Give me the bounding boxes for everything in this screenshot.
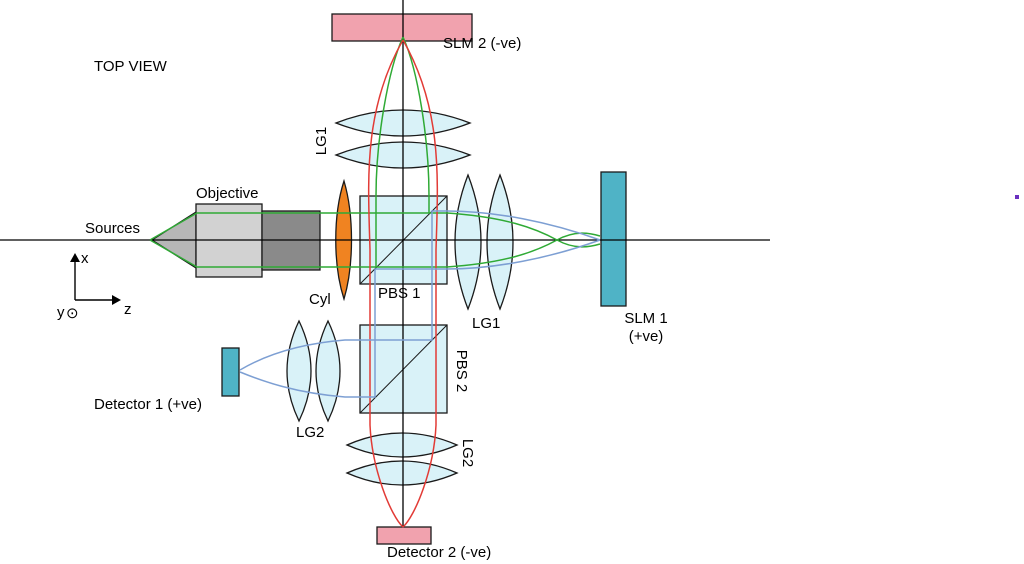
beam-red bbox=[367, 39, 439, 528]
green-ray-upper bbox=[149, 212, 429, 241]
lens-lg2-left-1 bbox=[286, 319, 312, 423]
slm2-plate bbox=[331, 13, 473, 42]
detector2-label: Detector 2 (-ve) bbox=[387, 544, 491, 561]
lg2-left-label: LG2 bbox=[296, 424, 324, 441]
lg2-left-group bbox=[286, 319, 341, 423]
objective-label: Objective bbox=[196, 185, 259, 202]
lg1-right-group bbox=[454, 173, 514, 311]
detector2-plate bbox=[376, 526, 432, 545]
slm1-plate bbox=[600, 171, 627, 307]
lens-lg2-bottom-2 bbox=[345, 460, 459, 486]
cursor-dot bbox=[1015, 195, 1019, 199]
lg1-right-label: LG1 bbox=[472, 315, 500, 332]
pbs1-label: PBS 1 bbox=[378, 285, 421, 302]
lg2-bottom-group bbox=[345, 432, 459, 486]
y-axis-dot-symbol: ⊙ bbox=[66, 305, 79, 322]
slm1-label-line1: SLM 1 bbox=[624, 310, 667, 327]
lens-lg2-bottom-1 bbox=[345, 432, 459, 458]
red-ray-left bbox=[367, 39, 404, 528]
red-ray-right bbox=[402, 39, 439, 528]
cyl-label: Cyl bbox=[309, 291, 331, 308]
blue-ray-upper bbox=[239, 210, 601, 371]
lg2-bottom-label: LG2 bbox=[459, 439, 476, 467]
pbs2-label: PBS 2 bbox=[453, 350, 470, 393]
y-axis-label: y bbox=[57, 304, 65, 321]
x-axis-arrowhead bbox=[70, 253, 80, 262]
blue-ray-lower bbox=[239, 239, 601, 398]
green-ray-to-slm1-upper bbox=[429, 212, 601, 248]
detector1-label: Detector 1 (+ve) bbox=[94, 396, 202, 413]
x-axis-label: x bbox=[81, 250, 89, 267]
optical-axis-lines bbox=[0, 0, 770, 527]
lens-lg2-left-2 bbox=[315, 319, 341, 423]
lens-lg1-right-2 bbox=[486, 173, 514, 311]
sources-label: Sources bbox=[85, 220, 140, 237]
z-axis-label: z bbox=[124, 301, 132, 318]
top-view-label: TOP VIEW bbox=[94, 58, 168, 75]
lens-lg1-right-1 bbox=[454, 173, 482, 311]
slm2-group bbox=[331, 13, 473, 42]
z-axis-arrowhead bbox=[112, 295, 121, 305]
slm2-label: SLM 2 (-ve) bbox=[443, 35, 521, 52]
lg1-top-label: LG1 bbox=[313, 127, 330, 155]
detector1-plate bbox=[221, 347, 240, 397]
coordinate-axes: x z y ⊙ bbox=[57, 250, 132, 322]
beam-blue bbox=[239, 210, 601, 398]
slm1-label-line2: (+ve) bbox=[629, 328, 664, 345]
diagram-labels: TOP VIEW SLM 2 (-ve) LG1 Sources Objecti… bbox=[85, 35, 668, 561]
green-ray-to-slm1-lower bbox=[376, 232, 601, 268]
green-ray-lower bbox=[149, 239, 376, 268]
